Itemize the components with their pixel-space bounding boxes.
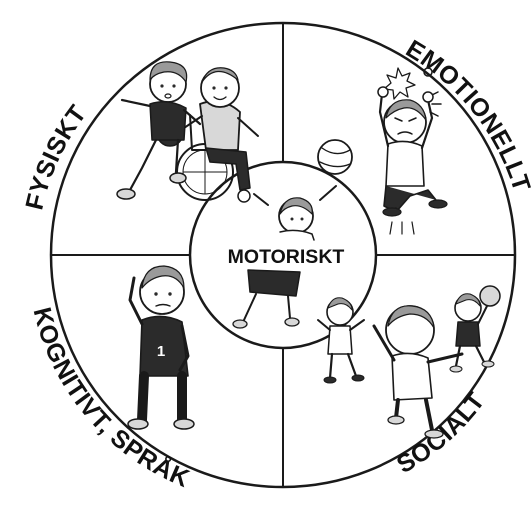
angry-child [377,86,448,235]
illustration-motor: MOTORISKT [228,139,353,329]
anger-symbols [383,67,442,117]
wheel [49,21,517,489]
child-middle-social [372,305,464,439]
child-left-social [317,297,365,384]
illustration-cognitive: 1 [127,265,195,430]
thinking-child: 1 [127,265,195,430]
child-standing [116,61,202,200]
inner-circle [188,160,378,350]
illustration-emotional [377,67,448,235]
illustration-social [317,285,501,439]
label-top-left-text: FYSISKT [20,100,91,213]
ball-icon-social [479,285,501,307]
label-center: MOTORISKT [228,246,345,268]
illustration-physical [116,61,259,203]
jumping-child [232,185,337,329]
label-top-left: FYSISKT [20,100,92,213]
child-in-wheelchair [183,67,259,191]
child-right-social [449,293,495,373]
ball-icon-center [317,139,353,175]
shirt-number: 1 [157,343,165,360]
